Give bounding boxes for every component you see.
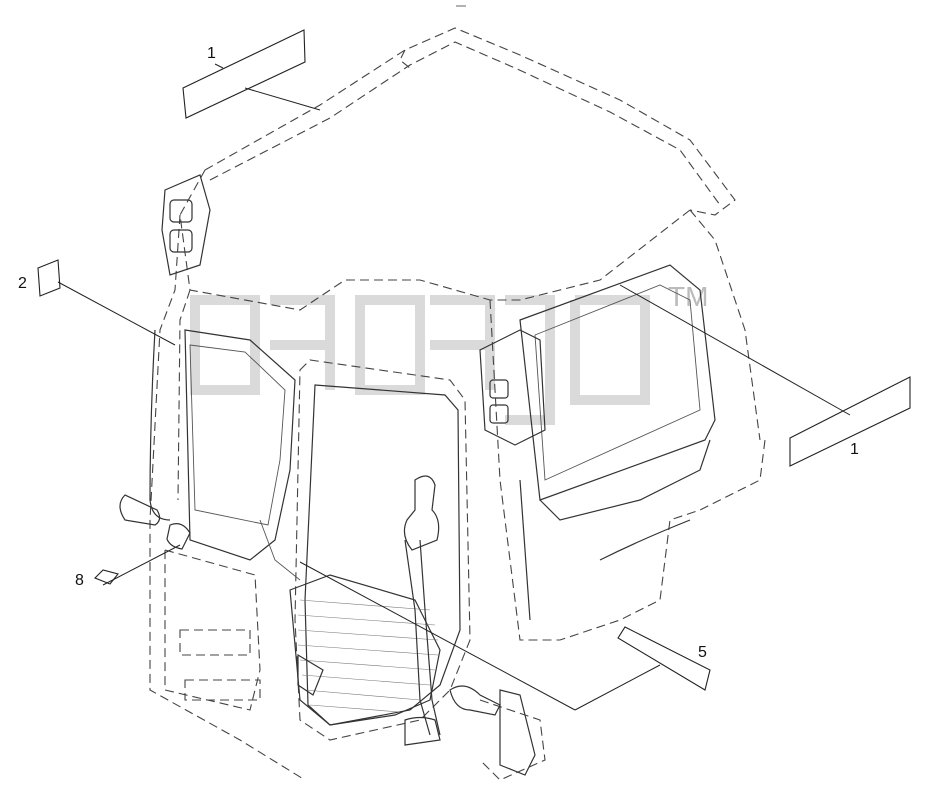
cab-roof: [179, 27, 761, 441]
leader-line-1-top: [244, 87, 321, 111]
floor-mat-hatch: [297, 599, 439, 713]
cab-left-frame: [119, 174, 306, 781]
leader-line-2: [57, 281, 176, 346]
decal-1-right: 1: [619, 284, 911, 467]
leader-line-5: [299, 561, 576, 711]
cab-lower-body: [164, 549, 546, 781]
callout-label-5: 5: [698, 644, 707, 661]
decal-2: 2: [18, 259, 176, 346]
leader-line-1-right: [619, 284, 851, 416]
callout-label-8: 8: [75, 572, 84, 589]
watermark-logo: TM: [190, 281, 708, 425]
decal-5: 5: [299, 561, 711, 711]
cab-right-side: [479, 264, 766, 641]
callout-label-2: 2: [18, 275, 27, 292]
cab-front-opening: [259, 359, 471, 746]
decal-1-top: 1: [182, 29, 321, 119]
callout-label-1-right: 1: [850, 441, 859, 458]
decal-8: 8: [75, 523, 191, 589]
leader-line-8: [102, 544, 181, 586]
callout-label-1-top: 1: [207, 45, 216, 62]
